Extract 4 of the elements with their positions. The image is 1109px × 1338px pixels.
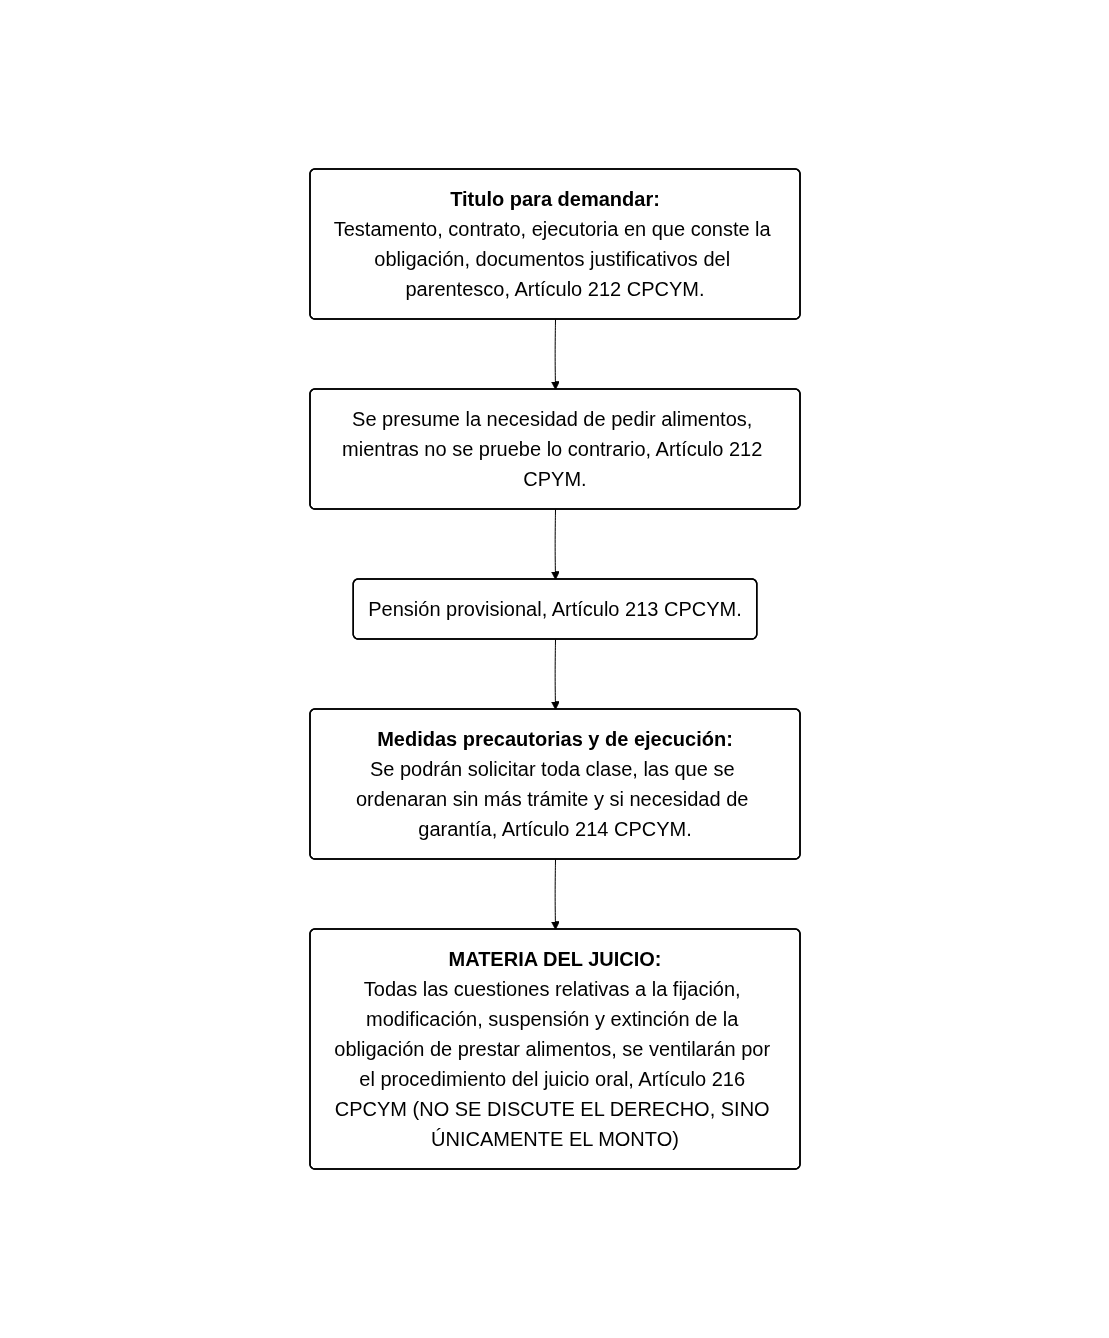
- arrow: [550, 639, 560, 710]
- arrow: [550, 509, 560, 580]
- arrow: [550, 319, 560, 390]
- arrow: [550, 859, 560, 930]
